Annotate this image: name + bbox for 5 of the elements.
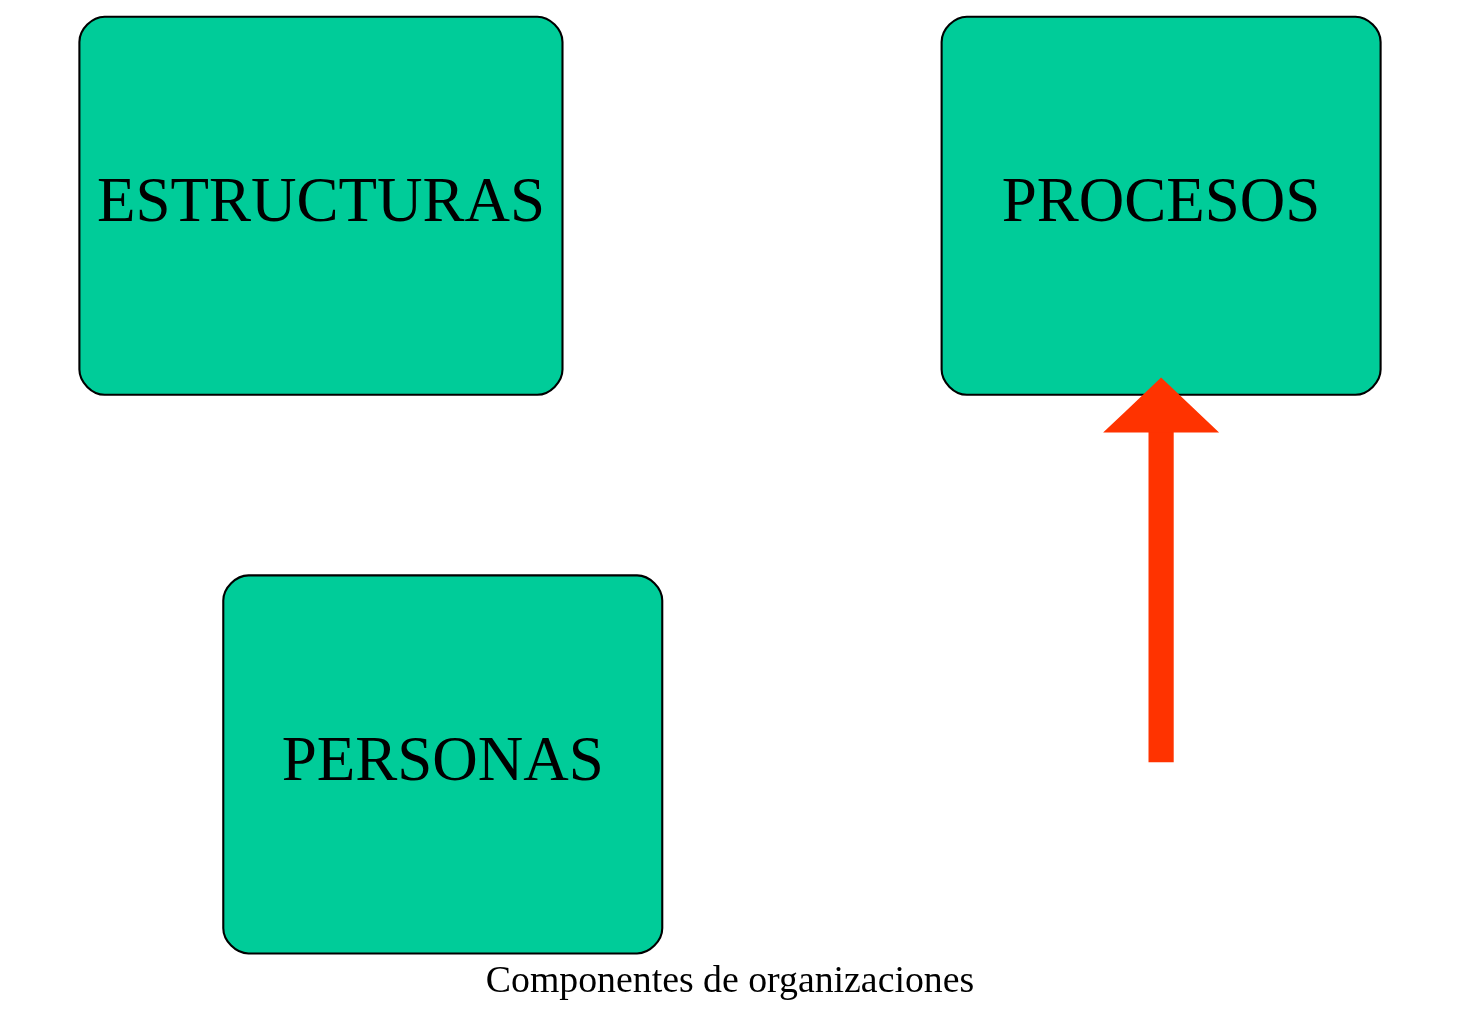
arrow — [1102, 377, 1219, 763]
node-box: PERSONAS — [221, 574, 663, 955]
node-box: PROCESOS — [940, 15, 1382, 396]
node-box: ESTRUCTURAS — [77, 15, 564, 396]
caption: Componentes de organizaciones — [485, 958, 974, 1001]
